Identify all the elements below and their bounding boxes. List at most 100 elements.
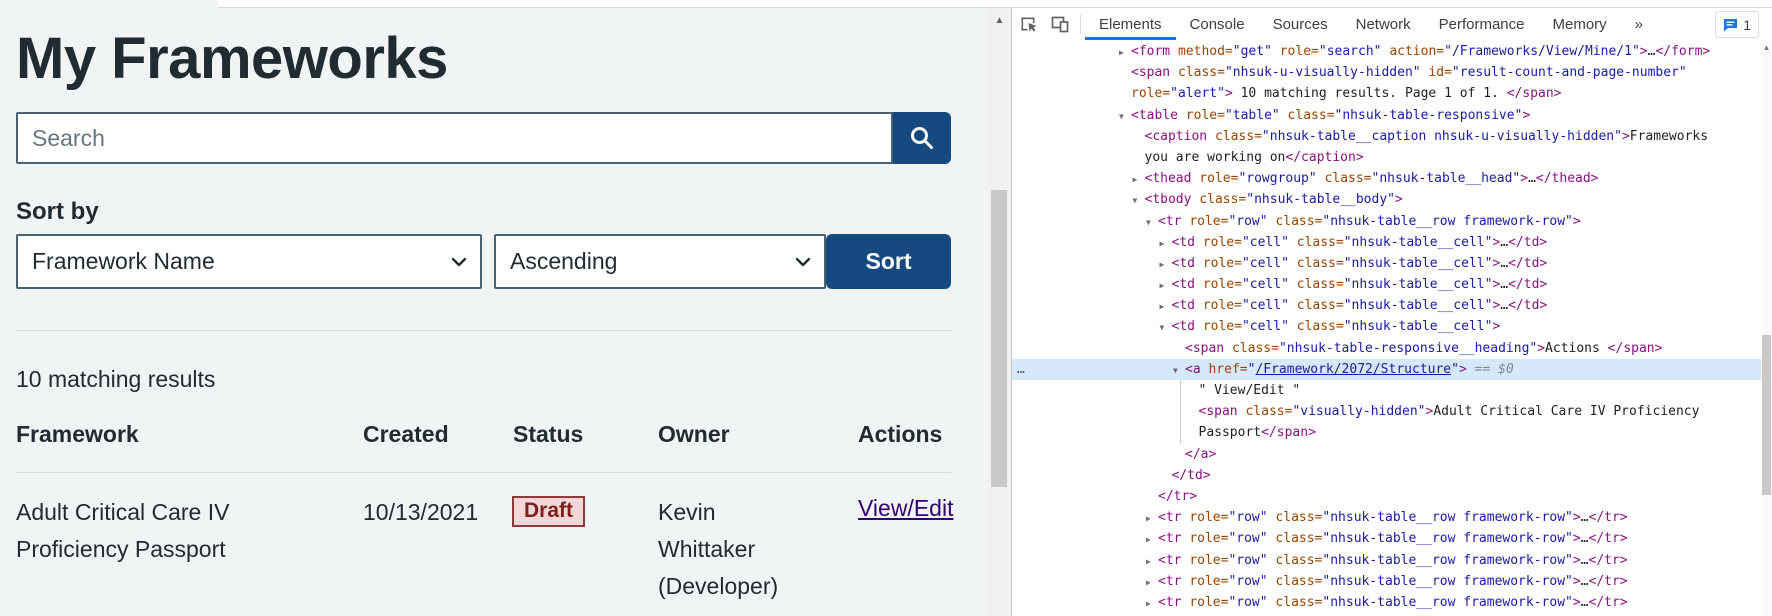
devtools-scrollbar[interactable]: ▲ (1761, 40, 1772, 616)
tab-network[interactable]: Network (1355, 15, 1411, 33)
expand-arrow-open-icon[interactable]: ▼ (1132, 196, 1138, 206)
devtools-tree-line[interactable]: ▶<thead role="rowgroup" class="nhsuk-tab… (1012, 168, 1772, 189)
sort-field-select[interactable]: Framework Name (16, 234, 482, 289)
created-date-cell: 10/13/2021 (363, 499, 479, 525)
page-title: My Frameworks (16, 25, 448, 91)
expand-arrow-closed-icon[interactable]: ▶ (1159, 238, 1165, 248)
tree-token: "row" (1228, 510, 1268, 526)
devtools-tree-line[interactable]: ▶<tr role="row" class="nhsuk-table__row … (1012, 550, 1772, 571)
expand-arrow-closed-icon[interactable]: ▶ (1119, 48, 1124, 57)
node-options-dots-icon[interactable]: … (1017, 361, 1026, 377)
chevron-down-icon (795, 257, 811, 266)
tab-memory[interactable]: Memory (1552, 15, 1607, 33)
devtools-tabs: Elements Console Sources Network Performance… (1085, 8, 1657, 40)
tree-token: "rowgroup" (1238, 171, 1317, 187)
devtools-tree-line[interactable]: ▶<td role="cell" class="nhsuk-table__cel… (1012, 232, 1772, 253)
scroll-up-arrow-icon[interactable]: ▲ (1762, 43, 1771, 52)
tree-token: role= (1189, 213, 1229, 229)
sort-button[interactable]: Sort (826, 234, 951, 289)
search-button[interactable] (893, 112, 951, 164)
toggle-device-toolbar-icon[interactable] (1044, 8, 1076, 40)
tree-token: </span> (1506, 86, 1562, 102)
expand-arrow-closed-icon[interactable]: ▶ (1146, 598, 1151, 608)
devtools-elements-tree: ▶<form method="get" role="search" action… (1012, 40, 1772, 616)
tree-token: "nhsuk-table__cell" (1343, 255, 1493, 271)
tree-token: "nhsuk-table__body" (1246, 192, 1395, 208)
devtools-tree-line[interactable]: ▶<tr role="row" class="nhsuk-table__row … (1012, 571, 1772, 592)
expand-arrow-closed-icon[interactable]: ▶ (1146, 514, 1151, 524)
devtools-tree-line[interactable]: ▼<td role="cell" class="nhsuk-table__cel… (1012, 316, 1772, 337)
expand-arrow-closed-icon[interactable]: ▶ (1146, 556, 1151, 566)
expand-arrow-closed-icon[interactable]: ▶ (1146, 535, 1151, 545)
expand-arrow-open-icon[interactable]: ▼ (1146, 217, 1151, 227)
tab-console[interactable]: Console (1189, 15, 1245, 33)
tree-token: <tbody (1144, 192, 1200, 208)
view-edit-link[interactable]: View/Edit (858, 495, 954, 521)
tab-performance[interactable]: Performance (1438, 15, 1525, 33)
page-scrollbar-thumb[interactable] (991, 190, 1007, 487)
devtools-tree-line[interactable]: ▶<tr role="row" class="nhsuk-table__row … (1012, 592, 1772, 613)
devtools-tree-line[interactable]: ▶<tr role="row" class="nhsuk-table__row … (1012, 507, 1772, 528)
sort-by-label: Sort by (16, 198, 99, 225)
tree-token: "nhsuk-u-visually-hidden" (1224, 65, 1421, 81)
devtools-tree-line[interactable]: </td> (1012, 465, 1772, 486)
devtools-tree-line[interactable]: you are working on</caption> (1012, 147, 1772, 168)
expand-arrow-closed-icon[interactable]: ▶ (1146, 577, 1151, 587)
tree-token: role= (1189, 594, 1229, 610)
attribute-link-value[interactable]: /Framework/2072/Structure (1255, 361, 1452, 377)
indent-guide (1180, 380, 1181, 402)
devtools-tree-line[interactable]: role="alert"> 10 matching results. Page … (1012, 83, 1772, 104)
devtools-tree-line[interactable]: <span class="visually-hidden">Adult Crit… (1012, 401, 1772, 423)
devtools-tree-line[interactable]: <span class="nhsuk-u-visually-hidden" id… (1012, 62, 1772, 83)
expand-arrow-open-icon[interactable]: ▼ (1159, 323, 1165, 333)
tree-token: class= (1288, 298, 1344, 314)
search-input[interactable] (16, 112, 893, 164)
tree-token: … (1580, 594, 1589, 610)
tree-token: > (1224, 86, 1233, 102)
tree-token: class= (1267, 552, 1323, 568)
scroll-up-arrow-icon[interactable]: ▲ (994, 15, 1005, 26)
devtools-tree-line[interactable]: ▶<td role="cell" class="nhsuk-table__cel… (1012, 253, 1772, 274)
tree-token: class= (1231, 340, 1279, 356)
tree-token: … (1580, 552, 1589, 568)
devtools-tree-line[interactable]: ▼<tbody class="nhsuk-table__body"> (1012, 189, 1772, 210)
sort-direction-select[interactable]: Ascending (494, 234, 826, 289)
devtools-tree-line[interactable]: ▶<td role="cell" class="nhsuk-table__cel… (1012, 295, 1772, 316)
issues-button[interactable]: 1 (1715, 11, 1759, 38)
column-header-actions: Actions (858, 421, 943, 447)
tree-token: </span> (1261, 425, 1316, 441)
tree-token: … (1580, 531, 1589, 547)
expand-arrow-open-icon[interactable]: ▼ (1173, 365, 1178, 375)
tree-token: > (1537, 340, 1546, 356)
expand-arrow-open-icon[interactable]: ▼ (1119, 111, 1124, 121)
expand-arrow-closed-icon[interactable]: ▶ (1132, 175, 1138, 185)
owner-line: Whittaker (658, 536, 756, 562)
status-badge: Draft (512, 496, 586, 527)
tree-token: <td (1171, 319, 1203, 335)
devtools-tree-line[interactable]: ▶<td role="cell" class="nhsuk-table__cel… (1012, 274, 1772, 295)
page-scrollbar[interactable]: ▲ (988, 8, 1011, 616)
devtools-tree-line[interactable]: ▶<form method="get" role="search" action… (1012, 41, 1772, 62)
expand-arrow-closed-icon[interactable]: ▶ (1159, 281, 1165, 291)
devtools-tree-line[interactable]: Passport</span> (1012, 422, 1772, 444)
tab-elements[interactable]: Elements (1085, 8, 1176, 40)
tab-sources[interactable]: Sources (1272, 15, 1328, 33)
expand-arrow-closed-icon[interactable]: ▶ (1159, 302, 1165, 312)
framework-name-line: Adult Critical Care IV (16, 499, 230, 525)
expand-arrow-closed-icon[interactable]: ▶ (1159, 259, 1165, 269)
devtools-tree-line[interactable]: " View/Edit " (1012, 380, 1772, 402)
devtools-tree-line[interactable]: <span class="nhsuk-table-responsive__hea… (1012, 338, 1772, 359)
devtools-tree-line[interactable]: </tr> (1012, 486, 1772, 507)
web-page-pane: My Frameworks Sort by Framework Name Asc… (0, 0, 1011, 616)
devtools-tree-line[interactable]: <caption class="nhsuk-table__caption nhs… (1012, 126, 1772, 147)
table-header-divider (16, 472, 951, 473)
tree-token: </td> (1508, 298, 1548, 314)
tab-[interactable]: » (1634, 15, 1644, 33)
devtools-tree-line[interactable]: ▼<table role="table" class="nhsuk-table-… (1012, 105, 1772, 126)
devtools-tree-line[interactable]: </a> (1012, 444, 1772, 465)
devtools-tree-line[interactable]: ▶<tr role="row" class="nhsuk-table__row … (1012, 528, 1772, 549)
devtools-tree-line-selected[interactable]: …▼<a href="/Framework/2072/Structure"> =… (1012, 358, 1772, 380)
devtools-tree-line[interactable]: ▼<tr role="row" class="nhsuk-table__row … (1012, 211, 1772, 232)
devtools-scrollbar-thumb[interactable] (1762, 335, 1771, 495)
inspect-element-icon[interactable] (1012, 8, 1044, 40)
